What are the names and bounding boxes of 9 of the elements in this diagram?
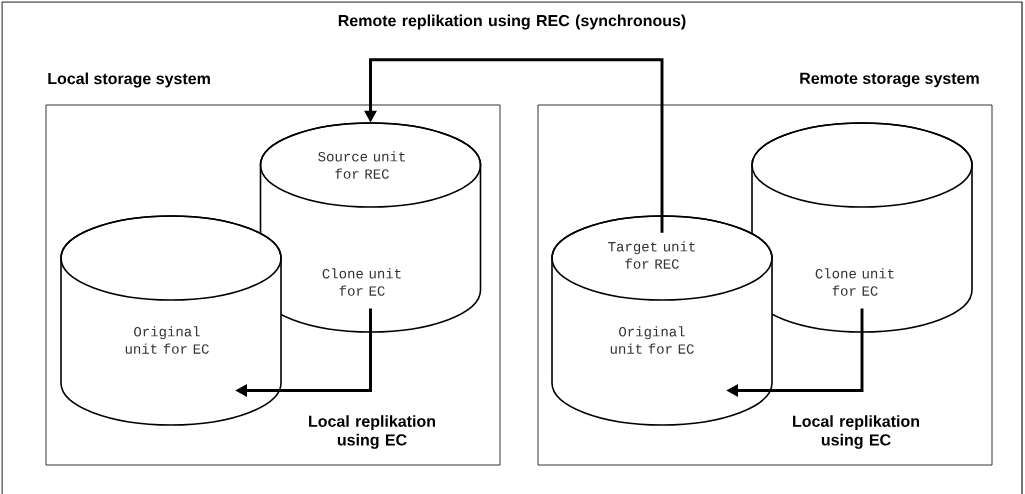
edge-label: Local replikation using EC [793, 415, 920, 449]
disk-cylinder: Original unit for EC [60, 215, 282, 426]
edge-label: Local replikation using EC [309, 415, 436, 449]
disk-cylinder: Clone unit for EC [751, 122, 973, 333]
disk-cylinder: Target unit for REC Original unit for EC [551, 215, 773, 426]
disk-cylinder: Source unit for REC Clone unit for EC [259, 122, 482, 333]
edge-label: Remote replikation using REC (synchronous) [338, 14, 686, 30]
node-label: Local storage system [48, 72, 210, 88]
node-label: Remote storage system [800, 72, 979, 88]
